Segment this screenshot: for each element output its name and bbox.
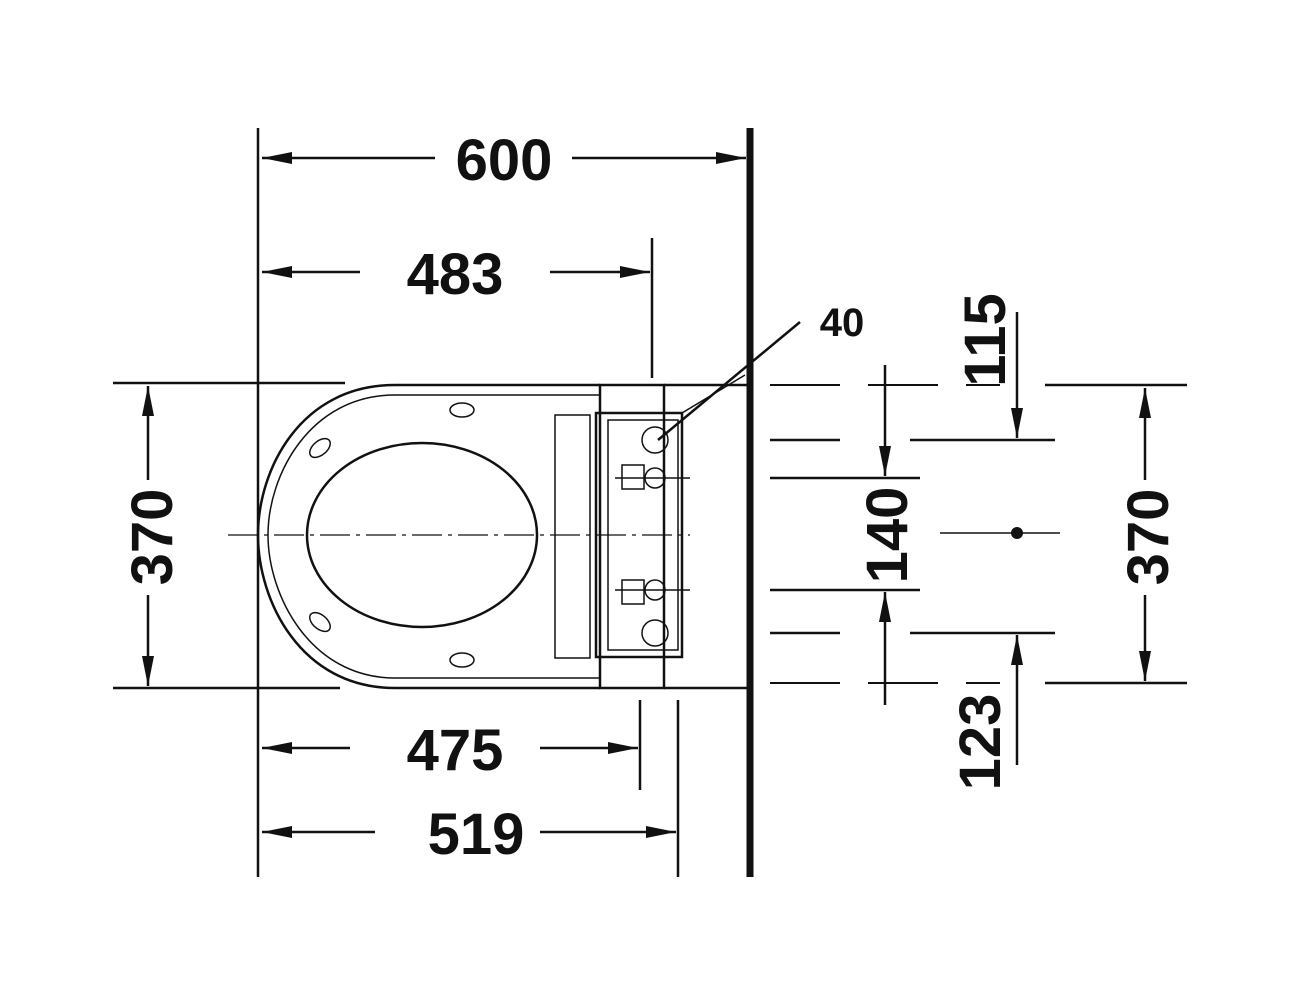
- svg-text:475: 475: [407, 718, 504, 783]
- center-point: [940, 527, 1060, 539]
- dimension-width-right: 370: [1116, 388, 1181, 681]
- svg-text:370: 370: [1116, 489, 1181, 586]
- dimension-483: 483: [262, 242, 650, 307]
- dimension-115: 115: [953, 293, 1023, 438]
- dimension-width-left: 370: [113, 381, 345, 690]
- dimension-600: 600: [262, 128, 746, 193]
- svg-text:123: 123: [948, 694, 1013, 791]
- dimension-140: 140: [855, 365, 920, 705]
- svg-text:519: 519: [428, 802, 525, 867]
- callout-40: 40: [657, 301, 865, 441]
- svg-text:115: 115: [953, 293, 1018, 387]
- svg-text:600: 600: [456, 128, 553, 193]
- svg-text:40: 40: [820, 301, 865, 345]
- fixing-points: [615, 426, 690, 647]
- dimension-123: 123: [948, 635, 1023, 791]
- svg-text:483: 483: [407, 242, 504, 307]
- toilet-bowl: [228, 374, 750, 690]
- svg-text:140: 140: [855, 487, 920, 584]
- dimension-475: 475: [262, 718, 638, 783]
- dimension-519: 519: [262, 802, 676, 867]
- svg-text:370: 370: [120, 489, 185, 586]
